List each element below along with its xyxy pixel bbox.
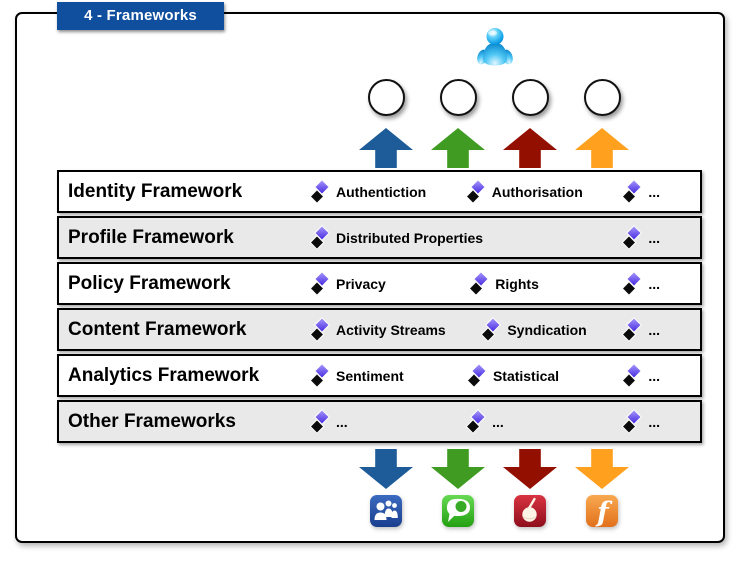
framework-label: Content Framework: [68, 318, 247, 340]
framework-item-more: ...: [466, 409, 504, 434]
table-row: Profile Framework Distributed Properties…: [57, 216, 702, 259]
framework-item-more: ...: [622, 363, 660, 388]
diamond-bullet-icon: [622, 271, 643, 296]
framework-item: Statistical: [466, 363, 559, 388]
diamond-bullet-icon: [310, 409, 330, 434]
down-arrow-orange-icon: [575, 449, 629, 489]
diamond-bullet-icon: [622, 225, 643, 250]
up-arrow-green-icon: [431, 128, 485, 168]
diamond-bullet-icon: [466, 409, 487, 434]
endpoint-circle-4: [583, 79, 621, 116]
social-icons: f: [350, 492, 638, 528]
framework-label: Other Frameworks: [68, 410, 236, 432]
table-row: Identity Framework Authentiction Authori…: [57, 170, 702, 213]
frameworks-table: Identity Framework Authentiction Authori…: [57, 170, 702, 446]
myspace-icon: [370, 495, 402, 527]
down-arrow-red-icon: [503, 449, 557, 489]
diamond-bullet-icon: [469, 271, 490, 296]
page-title: 4 - Frameworks: [57, 2, 224, 30]
diamond-bullet-icon: [622, 363, 643, 388]
endpoint-circle-3: [511, 79, 549, 116]
diamond-bullet-icon: [622, 317, 643, 342]
diamond-bullet-icon: [465, 179, 486, 204]
framework-item-more: ...: [622, 179, 660, 204]
diamond-bullet-icon: [310, 179, 330, 204]
down-arrow-blue-icon: [359, 449, 413, 489]
framework-item-more: ...: [622, 271, 660, 296]
endpoint-circles: [350, 78, 638, 116]
up-arrow-red-icon: [503, 128, 557, 168]
framework-item: Rights: [469, 271, 539, 296]
framework-item-more: ...: [622, 317, 660, 342]
down-arrows: [350, 449, 638, 489]
framework-item: Activity Streams: [310, 317, 446, 342]
diamond-bullet-icon: [622, 409, 643, 434]
framework-item: Sentiment: [310, 363, 404, 388]
drum-icon: [514, 495, 546, 527]
down-arrow-green-icon: [431, 449, 485, 489]
chat-bubble-icon: [442, 495, 474, 527]
framework-label: Identity Framework: [68, 180, 243, 202]
svg-text:f: f: [595, 497, 613, 528]
framework-label: Profile Framework: [68, 226, 234, 248]
endpoint-circle-2: [439, 79, 477, 116]
diamond-bullet-icon: [622, 179, 643, 204]
diamond-bullet-icon: [310, 363, 330, 388]
framework-item: Syndication: [481, 317, 587, 342]
diamond-bullet-icon: [466, 363, 487, 388]
letter-f-icon: f: [586, 495, 618, 528]
table-row: Policy Framework Privacy Rights ...: [57, 262, 702, 305]
table-row: Analytics Framework Sentiment Statistica…: [57, 354, 702, 397]
endpoint-circle-1: [367, 79, 405, 116]
diamond-bullet-icon: [310, 225, 330, 250]
person-icon: [477, 28, 513, 66]
diamond-bullet-icon: [481, 317, 502, 342]
table-row: Other Frameworks ... ... ...: [57, 400, 702, 443]
framework-item: Authentiction: [310, 179, 426, 204]
framework-item-more: ...: [310, 409, 348, 434]
framework-item: Privacy: [310, 271, 386, 296]
framework-item-more: ...: [622, 225, 660, 250]
diamond-bullet-icon: [310, 317, 330, 342]
framework-label: Analytics Framework: [68, 364, 260, 386]
up-arrow-blue-icon: [359, 128, 413, 168]
framework-item: Distributed Properties: [310, 225, 483, 250]
diamond-bullet-icon: [310, 271, 330, 296]
table-row: Content Framework Activity Streams Syndi…: [57, 308, 702, 351]
up-arrow-orange-icon: [575, 128, 629, 168]
framework-item-more: ...: [622, 409, 660, 434]
up-arrows: [350, 128, 638, 168]
framework-item: Authorisation: [465, 179, 583, 204]
framework-label: Policy Framework: [68, 272, 231, 294]
